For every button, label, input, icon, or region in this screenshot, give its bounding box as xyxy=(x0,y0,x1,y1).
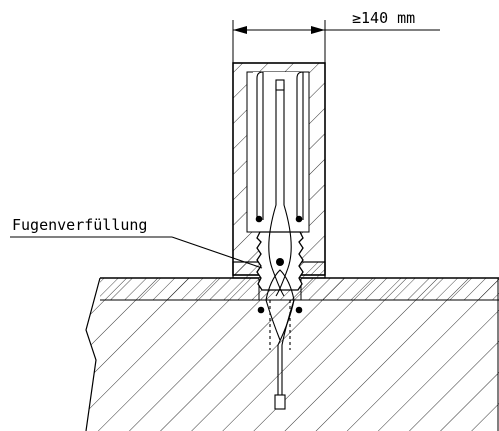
dimension-label: ≥140 mm xyxy=(352,9,415,27)
rebar-dot xyxy=(295,215,303,223)
rebar-dot xyxy=(295,306,303,314)
rebar-dot xyxy=(257,306,265,314)
callout-label: Fugenverfüllung xyxy=(12,216,147,234)
callout-leader xyxy=(10,236,263,269)
rebar-dot xyxy=(276,258,284,266)
reinforcement-bars xyxy=(255,215,303,314)
floor-slab xyxy=(85,277,499,431)
rebar-dot xyxy=(255,215,263,223)
dimension-line xyxy=(232,20,440,63)
wire-loops xyxy=(256,71,304,410)
